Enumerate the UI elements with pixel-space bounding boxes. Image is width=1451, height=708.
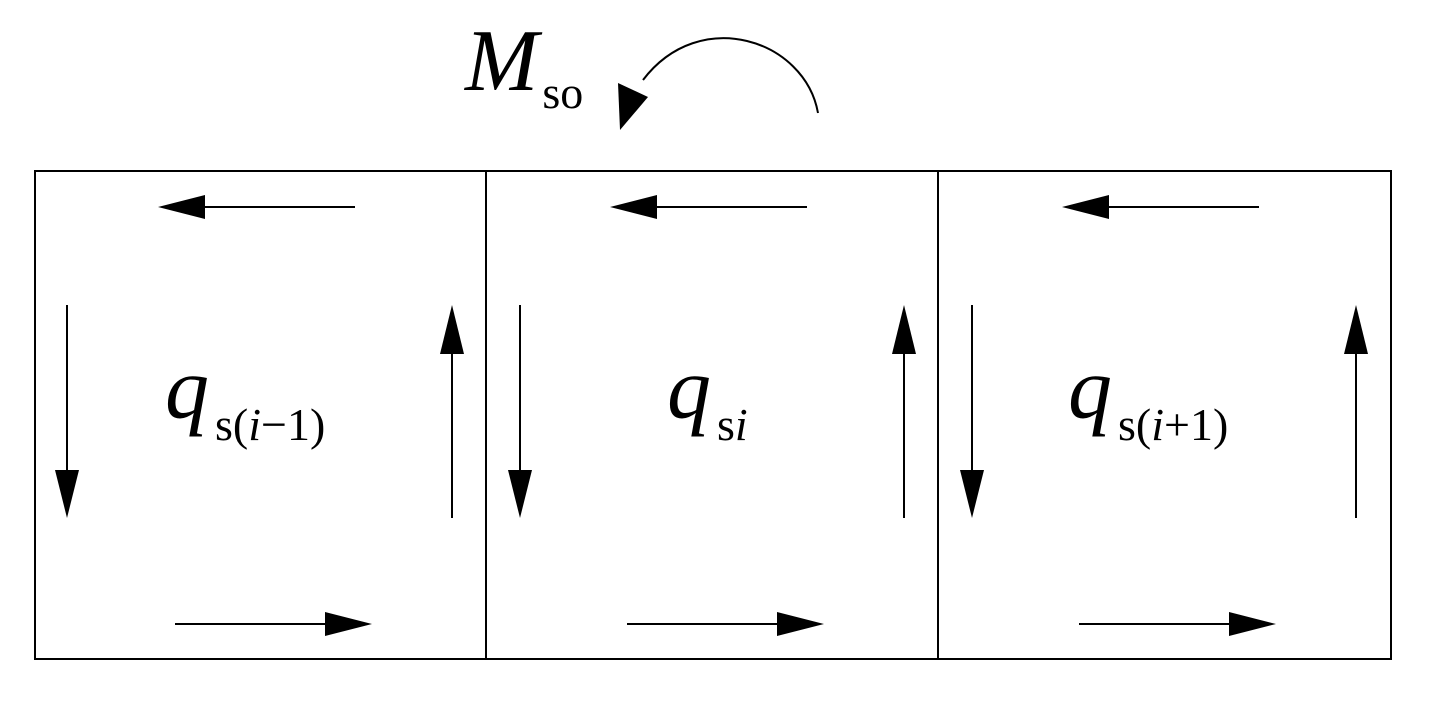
cell-2-bottom-arrow-head <box>777 612 824 636</box>
moment-label: Mso <box>463 13 583 118</box>
cell-3-left-arrow-head <box>960 470 984 518</box>
cell-1-right-arrow-head <box>440 305 464 354</box>
cell-3-sub-index: i <box>1151 399 1164 450</box>
cell-3-sub-prefix: s( <box>1118 399 1151 450</box>
cell-2-left-arrow-head <box>508 470 532 518</box>
cell-1-bottom-arrow-head <box>325 612 372 636</box>
cell-3-right-arrow-head <box>1344 305 1368 354</box>
cell-1-top-arrow-head <box>158 195 205 219</box>
cell-2-symbol: q <box>667 341 711 438</box>
cell-1-symbol: q <box>165 341 209 438</box>
cell-2-right-arrow-head <box>892 305 916 354</box>
cell-2-sub-prefix: s <box>717 399 735 450</box>
cell-1-flow <box>55 195 464 636</box>
cell-3-flow <box>960 195 1368 636</box>
cell-1-sub-index: i <box>248 399 261 450</box>
cell-1-left-arrow-head <box>55 470 79 518</box>
cells-outline <box>34 170 1392 660</box>
cell-3-symbol: q <box>1068 341 1112 438</box>
cell-2-flow <box>508 195 916 636</box>
cell-1-sub-prefix: s( <box>215 399 248 450</box>
cell-2-top-arrow-head <box>610 195 657 219</box>
moment-subscript: so <box>542 67 583 118</box>
cell-2-sub-index: i <box>735 399 748 450</box>
cell-3-bottom-arrow-head <box>1229 612 1276 636</box>
moment-arrowhead <box>618 83 648 130</box>
moment-symbol: M <box>463 13 543 110</box>
moment-arc <box>642 37 819 114</box>
cell-3-sub-suffix: +1) <box>1164 399 1228 450</box>
cell-1-sub-suffix: −1) <box>261 399 325 450</box>
moment-arrow <box>618 37 819 130</box>
cell-3-top-arrow-head <box>1062 195 1109 219</box>
